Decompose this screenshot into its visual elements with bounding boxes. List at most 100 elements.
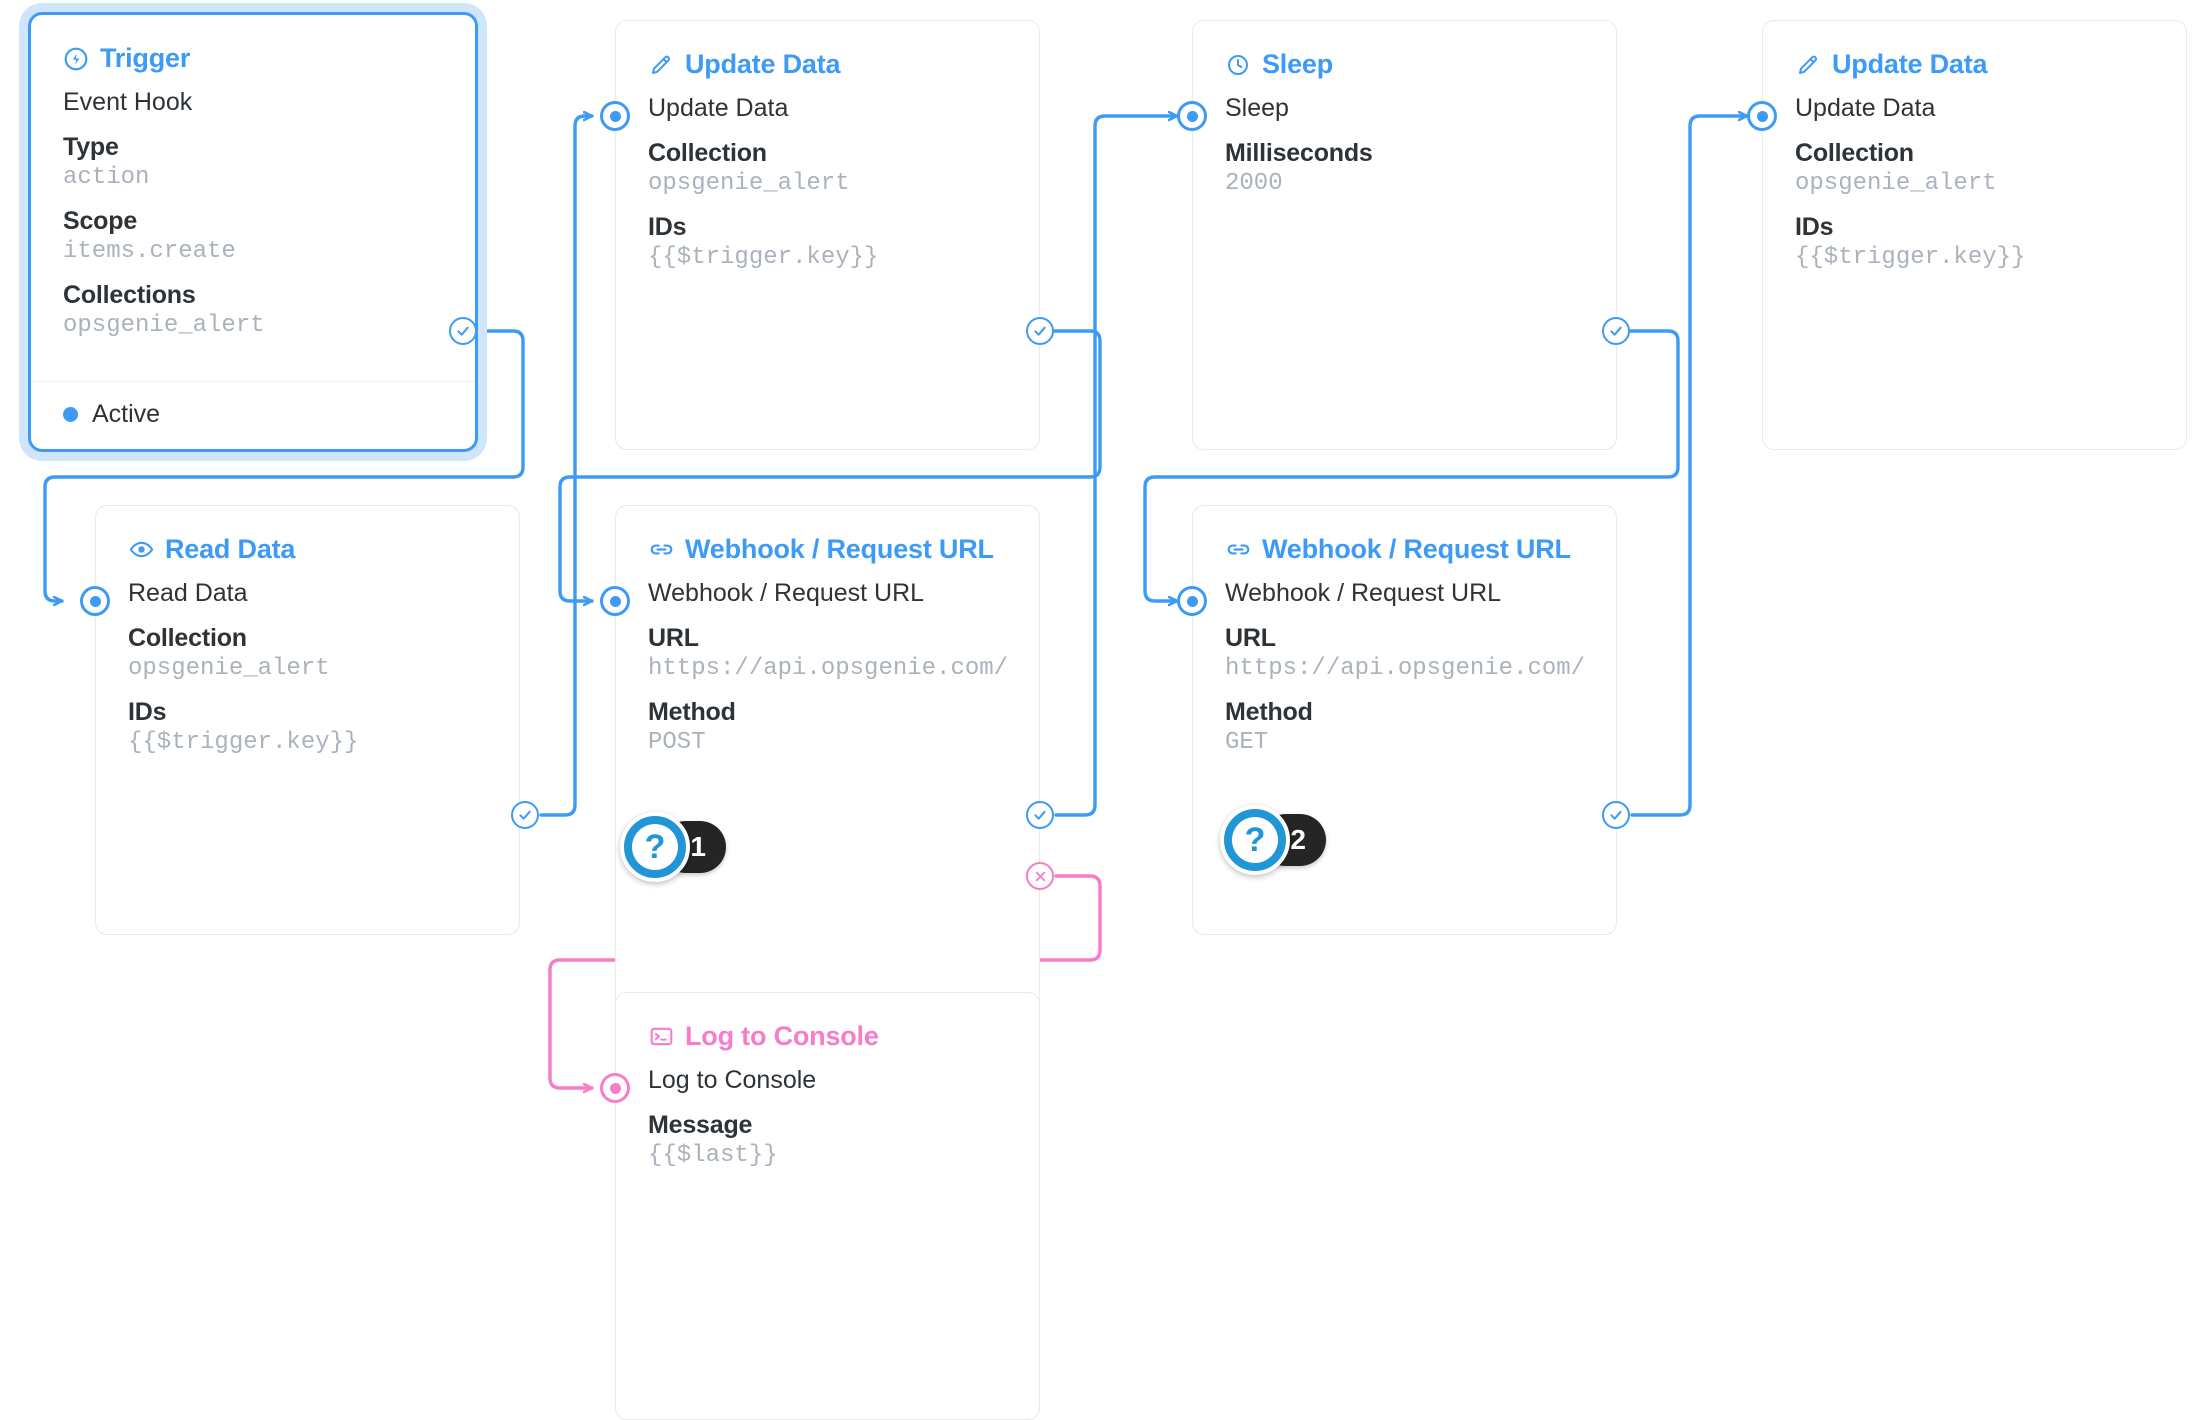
field-message-value: {{$last}}: [648, 1142, 778, 1169]
node-log-to-console-title: Log to Console: [648, 1066, 817, 1094]
webhook-get-input-handle[interactable]: [1177, 586, 1207, 616]
field-message-label: Message: [648, 1111, 753, 1139]
field-scope-value: items.create: [63, 238, 236, 265]
pencil-icon: [1795, 52, 1821, 78]
field-type-value: action: [63, 164, 150, 191]
node-update-data-1[interactable]: Update Data Update Data Collection opsge…: [615, 20, 1040, 450]
field-ids-label: IDs: [1795, 213, 1834, 241]
help-badge-2[interactable]: ? 2: [1220, 805, 1326, 875]
read-data-output-handle[interactable]: [511, 801, 539, 829]
node-trigger-body: Event Hook Type action Scope items.creat…: [31, 74, 475, 339]
question-mark-icon[interactable]: ?: [1220, 805, 1290, 875]
status-badge: Active: [92, 400, 161, 428]
field-method-label: Method: [1225, 698, 1313, 726]
node-sleep-body: Sleep Milliseconds 2000: [1193, 80, 1616, 197]
field-ids-value: {{$trigger.key}}: [128, 729, 359, 756]
help-badge-1[interactable]: ? 1: [620, 812, 726, 882]
node-read-data-title: Read Data: [128, 579, 248, 607]
node-update-data-1-title: Update Data: [648, 94, 789, 122]
update-data-1-input-handle[interactable]: [600, 101, 630, 131]
node-log-to-console-header: Log to Console: [616, 993, 1039, 1052]
node-webhook-post-body: Webhook / Request URL URL https://api.op…: [616, 565, 1039, 756]
field-url-label: URL: [1225, 624, 1276, 652]
update-data-1-output-handle[interactable]: [1026, 317, 1054, 345]
field-milliseconds-value: 2000: [1225, 170, 1283, 197]
node-webhook-post-header-label: Webhook / Request URL: [685, 534, 994, 564]
field-collection-label: Collection: [128, 624, 247, 652]
node-webhook-get-header-label: Webhook / Request URL: [1262, 534, 1571, 564]
node-update-data-2[interactable]: Update Data Update Data Collection opsge…: [1762, 20, 2187, 450]
link-icon: [648, 537, 674, 563]
field-url-value: https://api.opsgenie.com/v…: [648, 655, 1007, 682]
field-method-value: POST: [648, 729, 706, 756]
edge-webhook-post-to-sleep: [1054, 116, 1179, 817]
field-collection: Collection opsgenie_alert: [128, 624, 487, 682]
field-method: Method GET: [1225, 698, 1584, 756]
trigger-output-handle[interactable]: [449, 317, 477, 345]
help-badge-2-symbol: ?: [1232, 817, 1278, 863]
pencil-icon: [648, 52, 674, 78]
field-collection-value: opsgenie_alert: [128, 655, 330, 682]
field-ids: IDs {{$trigger.key}}: [1795, 213, 2154, 271]
node-update-data-2-body: Update Data Collection opsgenie_alert ID…: [1763, 80, 2186, 271]
node-log-to-console-body: Log to Console Message {{$last}}: [616, 1052, 1039, 1169]
field-ids-label: IDs: [648, 213, 687, 241]
node-webhook-post-title: Webhook / Request URL: [648, 579, 925, 607]
webhook-post-error-handle[interactable]: [1026, 862, 1054, 890]
node-read-data-header: Read Data: [96, 506, 519, 565]
field-url-label: URL: [648, 624, 699, 652]
field-collection: Collection opsgenie_alert: [1795, 139, 2154, 197]
field-collection-value: opsgenie_alert: [648, 170, 850, 197]
webhook-get-output-handle[interactable]: [1602, 801, 1630, 829]
node-sleep-title: Sleep: [1225, 94, 1289, 122]
read-data-input-handle[interactable]: [80, 586, 110, 616]
node-read-data[interactable]: Read Data Read Data Collection opsgenie_…: [95, 505, 520, 935]
node-log-to-console-header-label: Log to Console: [685, 1021, 879, 1051]
node-sleep[interactable]: Sleep Sleep Milliseconds 2000: [1192, 20, 1617, 450]
node-read-data-body: Read Data Collection opsgenie_alert IDs …: [96, 565, 519, 756]
node-webhook-get-title: Webhook / Request URL: [1225, 579, 1502, 607]
field-collections-value: opsgenie_alert: [63, 312, 265, 339]
field-ids: IDs {{$trigger.key}}: [648, 213, 1007, 271]
node-update-data-1-header-label: Update Data: [685, 49, 841, 79]
field-type: Type action: [63, 133, 443, 191]
edge-webhook-get-to-update-data-2: [1630, 116, 1749, 817]
webhook-post-success-handle[interactable]: [1026, 801, 1054, 829]
node-webhook-get-body: Webhook / Request URL URL https://api.op…: [1193, 565, 1616, 756]
field-collection: Collection opsgenie_alert: [648, 139, 1007, 197]
sleep-output-handle[interactable]: [1602, 317, 1630, 345]
field-type-label: Type: [63, 133, 119, 161]
help-badge-1-symbol: ?: [632, 824, 678, 870]
terminal-icon: [648, 1024, 674, 1050]
field-method-label: Method: [648, 698, 736, 726]
node-sleep-header-label: Sleep: [1262, 49, 1334, 79]
sleep-input-handle[interactable]: [1177, 101, 1207, 131]
field-milliseconds: Milliseconds 2000: [1225, 139, 1584, 197]
eye-icon: [128, 537, 154, 563]
field-collection-label: Collection: [648, 139, 767, 167]
node-update-data-1-body: Update Data Collection opsgenie_alert ID…: [616, 80, 1039, 271]
field-url: URL https://api.opsgenie.com/v…: [1225, 624, 1584, 682]
field-method: Method POST: [648, 698, 1007, 756]
node-trigger[interactable]: Trigger Event Hook Type action Scope ite…: [28, 12, 478, 452]
node-update-data-2-header-label: Update Data: [1832, 49, 1988, 79]
webhook-post-input-handle[interactable]: [600, 586, 630, 616]
node-update-data-2-header: Update Data: [1763, 21, 2186, 80]
link-icon: [1225, 537, 1251, 563]
node-log-to-console[interactable]: Log to Console Log to Console Message {{…: [615, 992, 1040, 1420]
field-collection-value: opsgenie_alert: [1795, 170, 1997, 197]
node-read-data-header-label: Read Data: [165, 534, 296, 564]
field-scope: Scope items.create: [63, 207, 443, 265]
node-trigger-header-label: Trigger: [100, 43, 191, 73]
log-to-console-input-handle[interactable]: [600, 1073, 630, 1103]
clock-icon: [1225, 52, 1251, 78]
node-update-data-2-title: Update Data: [1795, 94, 1936, 122]
node-update-data-1-header: Update Data: [616, 21, 1039, 80]
lightning-circle-icon: [63, 46, 89, 72]
field-collection-label: Collection: [1795, 139, 1914, 167]
update-data-2-input-handle[interactable]: [1747, 101, 1777, 131]
field-ids-label: IDs: [128, 698, 167, 726]
status-dot-icon: [63, 407, 78, 422]
question-mark-icon[interactable]: ?: [620, 812, 690, 882]
